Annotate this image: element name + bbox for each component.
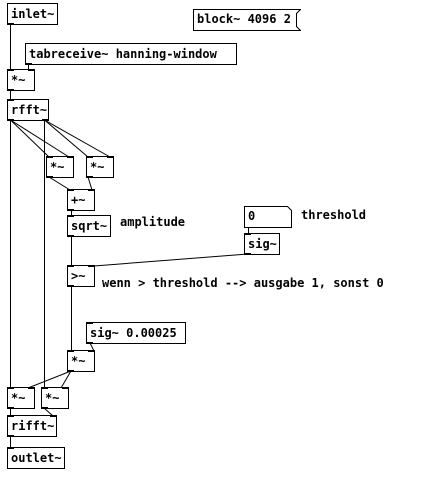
object-label: rifft~ — [11, 419, 55, 433]
cord — [27, 370, 72, 389]
sig-constant-object[interactable]: sig~ 0.00025 — [86, 322, 186, 344]
cord — [87, 176, 93, 191]
threshold-comment: threshold — [301, 208, 367, 222]
cord — [43, 407, 54, 417]
amplitude-comment: amplitude — [120, 215, 186, 229]
inlet-port[interactable] — [7, 415, 14, 417]
message-box-outline — [193, 9, 301, 31]
inlet-object[interactable]: inlet~ — [7, 3, 58, 25]
object-label: *~ — [11, 391, 26, 405]
block-message-box[interactable]: block~ 4096 2 — [193, 9, 301, 31]
outlet-port[interactable] — [7, 407, 14, 409]
rfft-object[interactable]: rfft~ — [7, 99, 49, 121]
multiply-window-object[interactable]: *~ — [7, 69, 35, 91]
object-label: tabreceive~ hanning-window — [29, 47, 217, 61]
inlet-port[interactable] — [88, 350, 95, 352]
compare-object[interactable]: >~ — [67, 265, 95, 287]
outlet-port[interactable] — [7, 119, 14, 121]
inlet-port[interactable] — [50, 415, 57, 417]
outlet-port[interactable] — [67, 235, 74, 237]
object-label: sqrt~ — [71, 219, 108, 233]
outlet-port[interactable] — [41, 407, 48, 409]
object-label: +~ — [71, 193, 86, 207]
inlet-port[interactable] — [7, 69, 14, 71]
inlet-port[interactable] — [67, 156, 74, 158]
outlet-port[interactable] — [67, 370, 74, 372]
rifft-object[interactable]: rifft~ — [7, 415, 57, 437]
object-label: outlet~ — [11, 451, 62, 465]
cord — [44, 119, 89, 158]
outlet-port[interactable] — [86, 176, 93, 178]
inlet-port[interactable] — [67, 350, 74, 352]
object-label: *~ — [90, 160, 105, 174]
outlet-port[interactable] — [25, 63, 32, 65]
number-box-outline — [244, 206, 292, 228]
threshold-sig-object[interactable]: sig~ — [244, 233, 280, 255]
object-label: *~ — [71, 354, 86, 368]
inlet-port[interactable] — [7, 99, 14, 101]
object-label: inlet~ — [11, 7, 55, 21]
inlet-port[interactable] — [88, 189, 95, 191]
cord — [93, 253, 249, 267]
outlet-port[interactable] — [7, 23, 14, 25]
cord — [48, 176, 71, 191]
cord — [44, 119, 111, 158]
multiply-gate-object[interactable]: *~ — [67, 350, 95, 372]
sqrt-object[interactable]: sqrt~ — [67, 215, 111, 237]
inlet-port[interactable] — [62, 387, 69, 389]
inlet-port[interactable] — [41, 387, 48, 389]
inlet-port[interactable] — [7, 447, 14, 449]
outlet-object[interactable]: outlet~ — [7, 447, 65, 469]
inlet-port[interactable] — [244, 233, 251, 235]
cord — [10, 119, 70, 158]
outlet-port[interactable] — [86, 342, 93, 344]
object-label: rfft~ — [11, 103, 48, 117]
outlet-port[interactable] — [244, 253, 251, 255]
outlet-port[interactable] — [7, 435, 14, 437]
object-label: >~ — [71, 269, 86, 283]
inlet-port[interactable] — [86, 322, 93, 324]
object-label: *~ — [11, 73, 26, 87]
multiply-out-real-object[interactable]: *~ — [7, 387, 35, 409]
inlet-port[interactable] — [107, 156, 114, 158]
number-value: 0 — [248, 209, 256, 223]
outlet-port[interactable] — [46, 176, 53, 178]
message-label: block~ 4096 2 — [197, 12, 291, 26]
inlet-port[interactable] — [28, 387, 35, 389]
object-label: sig~ 0.00025 — [90, 326, 177, 340]
multiply-imag-object[interactable]: *~ — [86, 156, 114, 178]
object-label: sig~ — [248, 237, 277, 251]
inlet-port[interactable] — [46, 156, 53, 158]
inlet-port[interactable] — [86, 156, 93, 158]
outlet-port[interactable] — [67, 209, 74, 211]
multiply-out-imag-object[interactable]: *~ — [41, 387, 69, 409]
add-object[interactable]: +~ — [67, 189, 95, 211]
inlet-port[interactable] — [67, 189, 74, 191]
inlet-port[interactable] — [7, 387, 14, 389]
inlet-port[interactable] — [88, 265, 95, 267]
tabreceive-object[interactable]: tabreceive~ hanning-window — [25, 43, 237, 65]
cord — [89, 342, 95, 352]
threshold-number-box[interactable]: 0 — [244, 206, 292, 228]
cord — [60, 370, 72, 389]
inlet-port[interactable] — [67, 265, 74, 267]
object-label: *~ — [45, 391, 60, 405]
cord — [10, 119, 50, 158]
outlet-port[interactable] — [67, 285, 74, 287]
inlet-port[interactable] — [28, 69, 35, 71]
outlet-port[interactable] — [7, 89, 14, 91]
multiply-real-object[interactable]: *~ — [46, 156, 74, 178]
object-label: *~ — [50, 160, 65, 174]
outlet-port[interactable] — [42, 119, 49, 121]
explanation-comment: wenn > threshold --> ausgabe 1, sonst 0 — [102, 276, 384, 290]
inlet-port[interactable] — [67, 215, 74, 217]
